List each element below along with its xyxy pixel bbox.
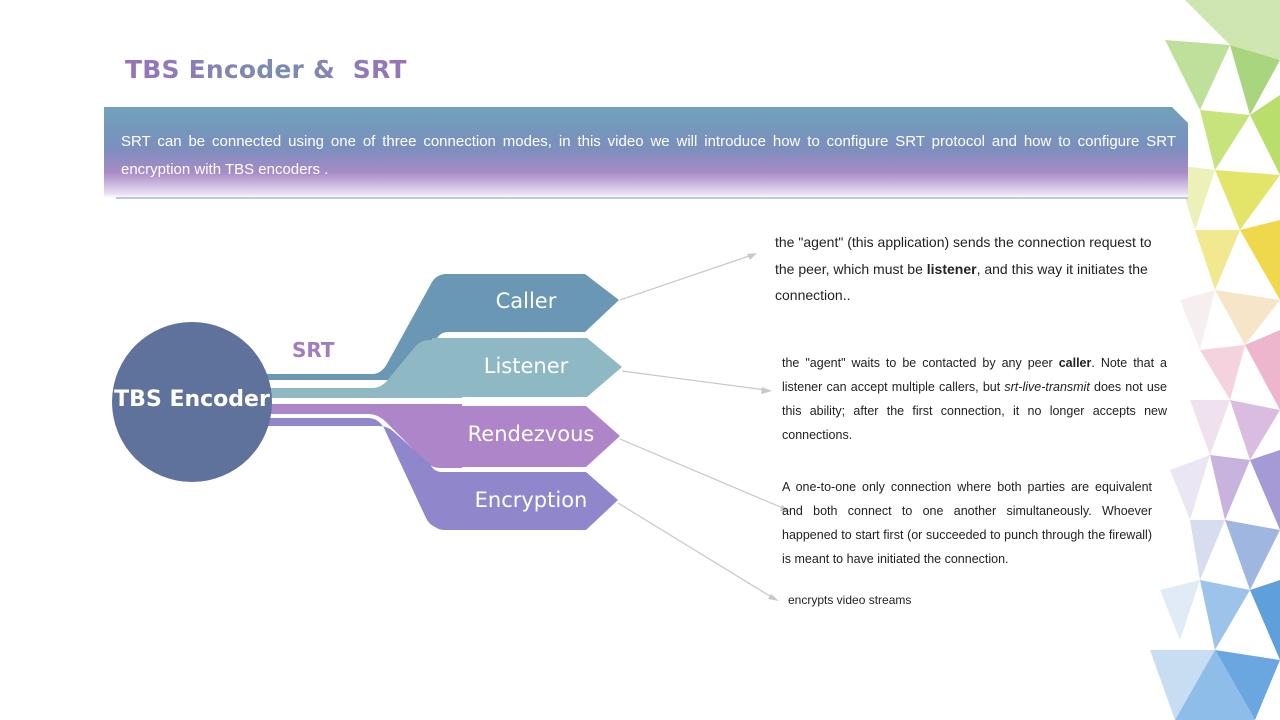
srt-link-label: SRT: [292, 338, 335, 362]
intro-text: SRT can be connected using one of three …: [121, 133, 1176, 178]
intro-banner: [104, 107, 1188, 198]
page-title: TBS Encoder & SRT: [125, 55, 407, 84]
encryption-shape: [430, 472, 618, 530]
listener-description: the "agent" waits to be contacted by any…: [782, 351, 1167, 447]
rendezvous-pointer: [619, 438, 786, 510]
listener-desc-bold: caller: [1058, 356, 1092, 370]
mode-label-caller: Caller: [495, 289, 557, 313]
listener-desc-italic: srt-live-transmit: [1004, 380, 1090, 394]
rendezvous-shape: [428, 406, 620, 467]
listener-desc-mid: . Note that a listener can accept multip…: [782, 356, 1167, 394]
mode-label-rendezvous: Rendezvous: [467, 422, 595, 446]
rendezvous-band: [265, 404, 462, 468]
listener-desc-pre: the "agent" waits to be contacted by any…: [782, 356, 1059, 370]
caller-desc-post: , and this way it initiates the connecti…: [775, 260, 1148, 304]
caller-desc-pre: the "agent" (this application) sends the…: [775, 234, 1152, 277]
caller-desc-bold: listener: [926, 260, 977, 277]
caller-shape: [432, 274, 619, 332]
listener-band: [265, 340, 462, 398]
encryption-pointer: [617, 502, 774, 599]
listener-pointer: [621, 370, 767, 391]
mode-shapes: [428, 274, 622, 530]
encryption-description: encrypts video streams: [788, 593, 912, 607]
listener-desc-post: does not use this ability; after the fir…: [782, 380, 1167, 442]
lowpoly-decoration: [1150, 0, 1280, 720]
center-node-label: TBS Encoder: [114, 387, 270, 412]
banner-underline: [116, 197, 1188, 199]
listener-shape: [432, 338, 622, 397]
center-circle: [112, 322, 272, 482]
rendezvous-description: A one-to-one only connection where both …: [782, 480, 1152, 566]
pointer-lines: [617, 253, 791, 601]
caller-pointer: [619, 254, 753, 301]
mode-label-listener: Listener: [483, 354, 569, 378]
mode-label-encryption: Encryption: [474, 488, 588, 512]
caller-description: the "agent" (this application) sends the…: [775, 229, 1170, 309]
